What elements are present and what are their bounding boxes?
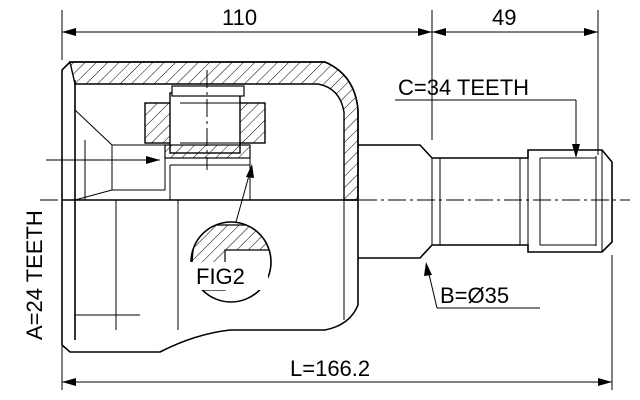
shaft-diameter-callout: B=Ø35	[424, 262, 540, 309]
dimension-49: 49	[432, 5, 599, 155]
inner-spline-label: A=24 TEETH	[22, 210, 47, 340]
shaft-diameter-label: B=Ø35	[440, 283, 509, 308]
dimension-49-label: 49	[492, 5, 516, 30]
dimension-total-length: L=166.2	[61, 255, 613, 390]
total-length-label: L=166.2	[290, 356, 370, 381]
dimension-110-label: 110	[222, 5, 257, 30]
outer-spline-label: C=34 TEETH	[398, 75, 529, 100]
outer-spline-callout: C=34 TEETH	[395, 75, 580, 158]
shaft-stem	[358, 144, 613, 259]
fig2-label: FIG2	[196, 264, 245, 289]
inner-spline-callout: A=24 TEETH	[22, 156, 160, 340]
tripod-roller	[144, 70, 266, 200]
fig2-detail: FIG2	[190, 164, 272, 303]
